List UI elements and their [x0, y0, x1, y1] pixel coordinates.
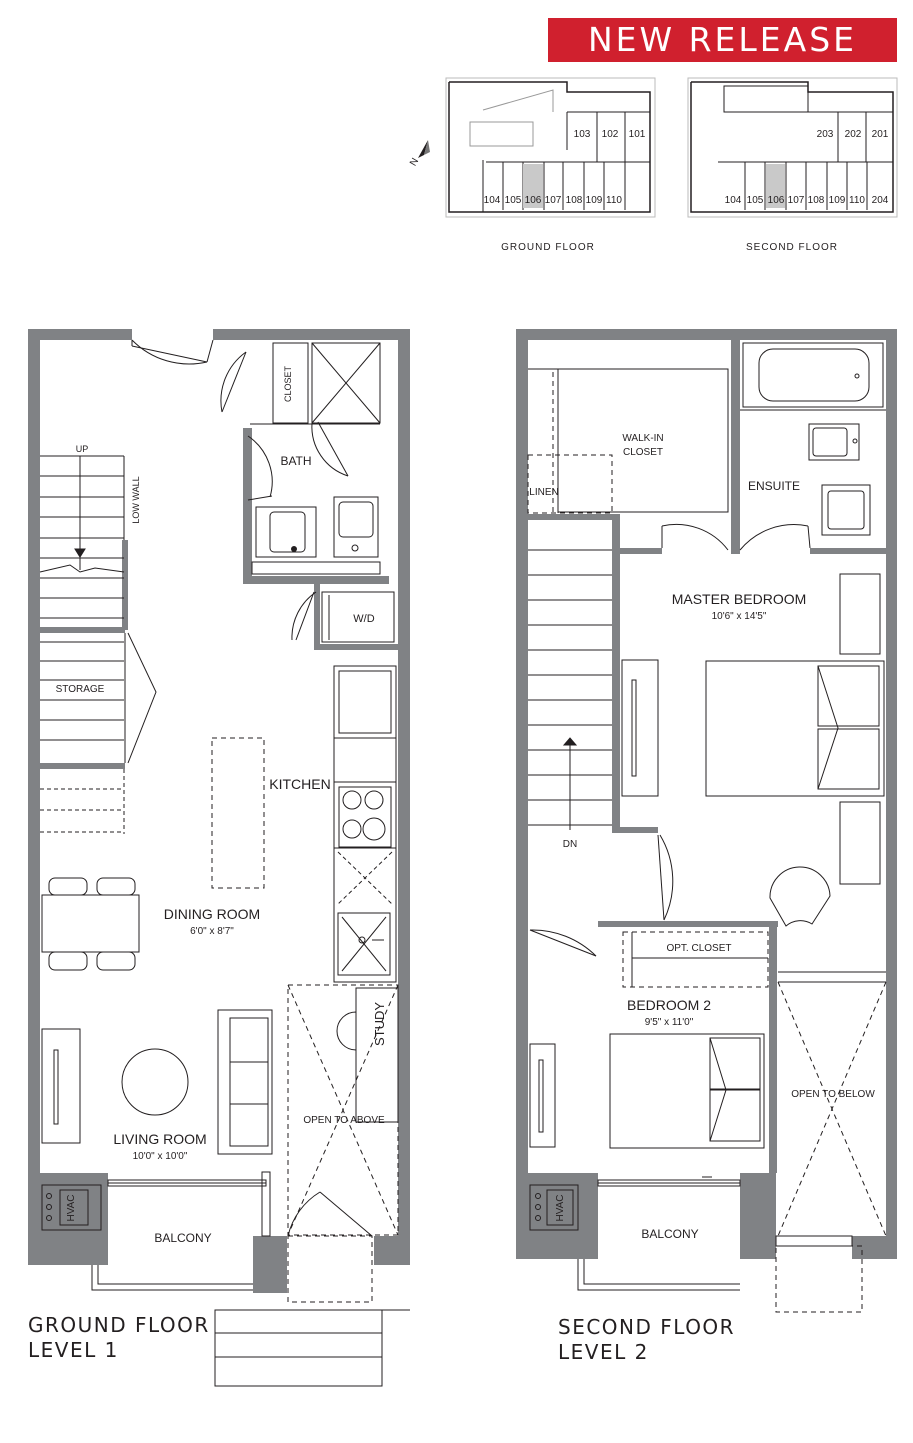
- unit-label: 203: [817, 129, 834, 140]
- walkin-closet-label-2: CLOSET: [623, 447, 663, 458]
- bedroom2-name: BEDROOM 2: [627, 997, 711, 1013]
- hvac-label: HVAC: [555, 1194, 566, 1221]
- north-arrow-icon: N: [408, 140, 430, 168]
- unit-label: 107: [545, 195, 562, 206]
- unit-label: 204: [872, 195, 889, 206]
- new-release-banner: NEW RELEASE: [548, 18, 897, 62]
- unit-label: 109: [829, 195, 846, 206]
- ground-floor-title: GROUND FLOOR LEVEL 1: [28, 1313, 210, 1363]
- master-bedroom-dims: 10'6" x 14'5": [712, 611, 767, 622]
- unit-label: 108: [566, 195, 583, 206]
- unit-label: 101: [629, 129, 646, 140]
- opt-closet-label: OPT. CLOSET: [666, 943, 731, 954]
- unit-label: 109: [586, 195, 603, 206]
- second-floor-title-line2: LEVEL 2: [558, 1340, 649, 1364]
- ground-floor-title-line1: GROUND FLOOR: [28, 1313, 210, 1337]
- second-walls: [516, 329, 897, 1259]
- walkin-closet-label: WALK-IN: [622, 433, 663, 444]
- unit-label: 201: [872, 129, 889, 140]
- unit-label: 107: [788, 195, 805, 206]
- low-wall-label: LOW WALL: [131, 476, 141, 523]
- open-to-below-label: OPEN TO BELOW: [791, 1089, 875, 1100]
- ground-labels: UP LOW WALL CLOSET BATH W/D STORAGE KITC…: [56, 365, 387, 1245]
- unit-label: 105: [747, 195, 764, 206]
- second-labels: WALK-IN CLOSET LINEN ENSUITE MASTER BEDR…: [529, 433, 875, 1241]
- hvac-label: HVAC: [66, 1194, 77, 1221]
- kitchen-label: KITCHEN: [269, 776, 330, 792]
- unit-label: 103: [574, 129, 591, 140]
- keyplan-second-units: 203 202 201 104 105 106 107 108 109 110 …: [725, 129, 889, 253]
- wd-label: W/D: [353, 613, 374, 625]
- ground-walls: [28, 329, 410, 1293]
- keyplan-ground-floor: [445, 77, 656, 218]
- second-floor-title-line1: SECOND FLOOR: [558, 1315, 736, 1339]
- keyplan-second-floor: [687, 77, 898, 218]
- ensuite-label: ENSUITE: [748, 479, 800, 493]
- dn-label: DN: [563, 839, 577, 850]
- unit-label: 202: [845, 129, 862, 140]
- bedroom2-dims: 9'5" x 11'0": [645, 1017, 694, 1028]
- ground-floor-plan: UP LOW WALL CLOSET BATH W/D STORAGE KITC…: [28, 329, 410, 1387]
- ground-floor-title-line2: LEVEL 1: [28, 1338, 119, 1362]
- up-label: UP: [76, 444, 89, 454]
- unit-label: 102: [602, 129, 619, 140]
- unit-label: 104: [725, 195, 742, 206]
- unit-label: 108: [808, 195, 825, 206]
- keyplan-ground-units: 103 102 101 104 105 106 107 108 109 110 …: [484, 129, 646, 253]
- keyplan-ground-caption: GROUND FLOOR: [501, 242, 595, 253]
- dining-room-dims: 6'0" x 8'7": [190, 926, 234, 937]
- unit-label: 110: [849, 195, 865, 206]
- dining-room-name: DINING ROOM: [164, 906, 260, 922]
- ground-fixtures: [39, 339, 410, 1387]
- living-room-dims: 10'0" x 10'0": [133, 1151, 188, 1162]
- open-to-above-label: OPEN TO ABOVE: [303, 1115, 385, 1126]
- unit-label: 104: [484, 195, 501, 206]
- living-room-name: LIVING ROOM: [113, 1131, 206, 1147]
- linen-label: LINEN: [529, 487, 558, 498]
- master-bedroom-name: MASTER BEDROOM: [672, 591, 807, 607]
- balcony-label: BALCONY: [641, 1227, 698, 1241]
- unit-label-highlighted: 106: [768, 195, 785, 206]
- unit-label: 105: [505, 195, 522, 206]
- balcony-label: BALCONY: [154, 1231, 211, 1245]
- second-floor-title: SECOND FLOOR LEVEL 2: [558, 1315, 735, 1365]
- study-label: STUDY: [372, 1002, 387, 1046]
- unit-label: 110: [606, 195, 622, 206]
- second-fixtures: [527, 342, 887, 1313]
- storage-label: STORAGE: [56, 684, 105, 695]
- bath-label: BATH: [280, 454, 311, 468]
- north-label: N: [408, 156, 421, 168]
- unit-label-highlighted: 106: [525, 195, 542, 206]
- closet-label: CLOSET: [283, 365, 293, 402]
- keyplan-second-caption: SECOND FLOOR: [746, 242, 838, 253]
- second-floor-plan: WALK-IN CLOSET LINEN ENSUITE MASTER BEDR…: [516, 329, 897, 1313]
